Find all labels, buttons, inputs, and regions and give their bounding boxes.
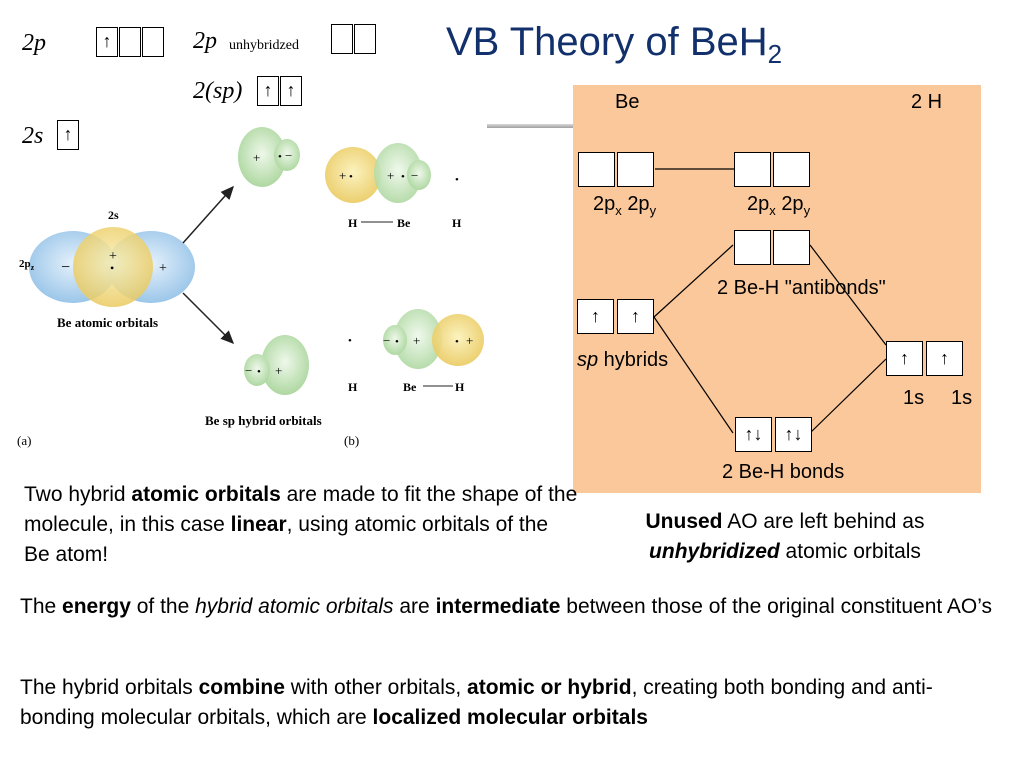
- antibonds-label: 2 Be-H "antibonds": [717, 277, 886, 299]
- mo-box-2px-right: [734, 152, 771, 187]
- arrow-down-right: [182, 292, 235, 345]
- orbital-box-unhyb-2: [354, 24, 376, 54]
- energy-text: The energy of the hybrid atomic orbitals…: [20, 595, 993, 618]
- notation-unhybridized-note: unhybridzed: [229, 38, 299, 53]
- notation-2p-unhybridized-label: 2p: [193, 28, 217, 54]
- page-title: VB Theory of BeH2: [446, 20, 782, 70]
- mo-diagram-lines: [653, 168, 887, 434]
- sp-hybrids-label: sp hybrids: [577, 349, 669, 371]
- mo-box-be-2px: [578, 152, 615, 187]
- caption-2pz: 2pz: [19, 258, 35, 272]
- sp-hybrid-lower: − • +: [244, 335, 309, 395]
- orbital-box-sp-2: ↑: [280, 76, 302, 106]
- mo-box-be-2py: [617, 152, 654, 187]
- mo-box-sp-2: ↑: [617, 299, 654, 334]
- svg-text:•: •: [349, 171, 353, 183]
- up-arrow-icon: ↑: [263, 80, 273, 100]
- mo-box-h-1s-1: ↑: [886, 341, 923, 376]
- svg-text:−: −: [285, 148, 292, 163]
- right-2p-labels: 2px 2py: [747, 193, 811, 218]
- orbital-box-2p-2: [119, 27, 141, 57]
- minus-sign: −: [61, 259, 70, 276]
- svg-text:+: +: [466, 333, 473, 348]
- two-h-label: 2 H: [911, 91, 943, 113]
- figure-label-a: (a): [17, 433, 31, 448]
- title-main: VB Theory of BeH: [446, 20, 768, 64]
- svg-text:−: −: [411, 168, 418, 183]
- notation-2p-label: 2p: [22, 30, 46, 56]
- mo-box-h-1s-2: ↑: [926, 341, 963, 376]
- bonds-label: 2 Be-H bonds: [722, 461, 845, 483]
- paired-arrows-icon: ↑↓: [744, 424, 763, 444]
- paired-arrows-icon: ↑↓: [784, 424, 803, 444]
- svg-text:•: •: [401, 171, 405, 183]
- arrow-up-right: [182, 185, 234, 244]
- svg-text:+: +: [387, 168, 394, 183]
- plus-sign: +: [109, 249, 117, 264]
- h-1s-label-2: 1s: [951, 387, 973, 409]
- sp-hybrid-upper: + • −: [238, 127, 300, 187]
- orbital-box-2s: ↑: [57, 120, 79, 150]
- be-h-overlap-upper: + • + • − • H Be H: [325, 143, 462, 230]
- nucleus-dot: •: [110, 261, 114, 275]
- mo-box-sp-1: ↑: [577, 299, 614, 334]
- mo-diagram-panel: Be 2 H 2px 2py 2px 2py 2 Be-H "antibonds…: [573, 85, 981, 493]
- svg-text:+: +: [339, 168, 346, 183]
- svg-text:+: +: [275, 363, 282, 378]
- h-1s-label-1: 1s: [903, 387, 925, 409]
- atom-label-be: Be: [397, 216, 411, 230]
- svg-text:+: +: [413, 333, 420, 348]
- atom-label-h: H: [455, 380, 465, 394]
- be-2p-labels: 2px 2py: [593, 193, 657, 218]
- up-arrow-icon: ↑: [63, 124, 73, 144]
- mo-box-bond-1: ↑↓: [735, 417, 772, 452]
- divider-line: [487, 124, 573, 128]
- svg-text:−: −: [245, 363, 252, 378]
- mo-box-antibond-2: [773, 230, 810, 265]
- up-arrow-icon: ↑: [940, 348, 949, 368]
- svg-text:•: •: [395, 336, 399, 348]
- atom-label-be: Be: [403, 380, 417, 394]
- caption-be-sp-hybrid-orbitals: Be sp hybrid orbitals: [205, 413, 322, 428]
- mo-box-antibond-1: [734, 230, 771, 265]
- svg-text:•: •: [455, 336, 459, 348]
- orbital-box-sp-1: ↑: [257, 76, 279, 106]
- svg-text:•: •: [348, 335, 352, 347]
- be-label: Be: [615, 91, 640, 113]
- atom-label-h: H: [348, 380, 358, 394]
- title-subscript: 2: [767, 39, 783, 69]
- s-orbital: [73, 227, 153, 307]
- svg-text:•: •: [257, 366, 261, 378]
- up-arrow-icon: ↑: [591, 306, 600, 326]
- orbital-box-2p-3: [142, 27, 164, 57]
- orbital-box-unhyb-1: [331, 24, 353, 54]
- caption-be-atomic-orbitals: Be atomic orbitals: [57, 315, 158, 330]
- caption-2s: 2s: [108, 208, 119, 222]
- be-h-overlap-lower: • − • + • + H Be H: [348, 309, 484, 394]
- notation-sp-label: 2(sp): [193, 78, 243, 104]
- svg-text:−: −: [383, 333, 390, 348]
- svg-text:+: +: [253, 150, 260, 165]
- be-atomic-orbitals-graphic: − + • + 2s 2pz Be atomic orbitals: [19, 208, 195, 330]
- mo-box-2py-right: [773, 152, 810, 187]
- up-arrow-icon: ↑: [286, 80, 296, 100]
- orbital-box-2p-1: ↑: [96, 27, 118, 57]
- combine-text: The hybrid orbitals combine with other o…: [20, 676, 933, 729]
- up-arrow-icon: ↑: [102, 31, 112, 51]
- notation-2s-label: 2s: [22, 123, 44, 149]
- up-arrow-icon: ↑: [900, 348, 909, 368]
- hybrid-intro-text: Two hybrid atomic orbitals are made to f…: [24, 483, 578, 566]
- atom-label-h: H: [348, 216, 358, 230]
- orbital-figure: − + • + 2s 2pz Be atomic orbitals + • − …: [17, 127, 484, 448]
- plus-sign: +: [159, 261, 167, 276]
- figure-label-b: (b): [344, 433, 359, 448]
- mo-box-bond-2: ↑↓: [775, 417, 812, 452]
- svg-text:•: •: [278, 151, 282, 163]
- up-arrow-icon: ↑: [631, 306, 640, 326]
- atom-label-h: H: [452, 216, 462, 230]
- svg-text:•: •: [455, 174, 459, 186]
